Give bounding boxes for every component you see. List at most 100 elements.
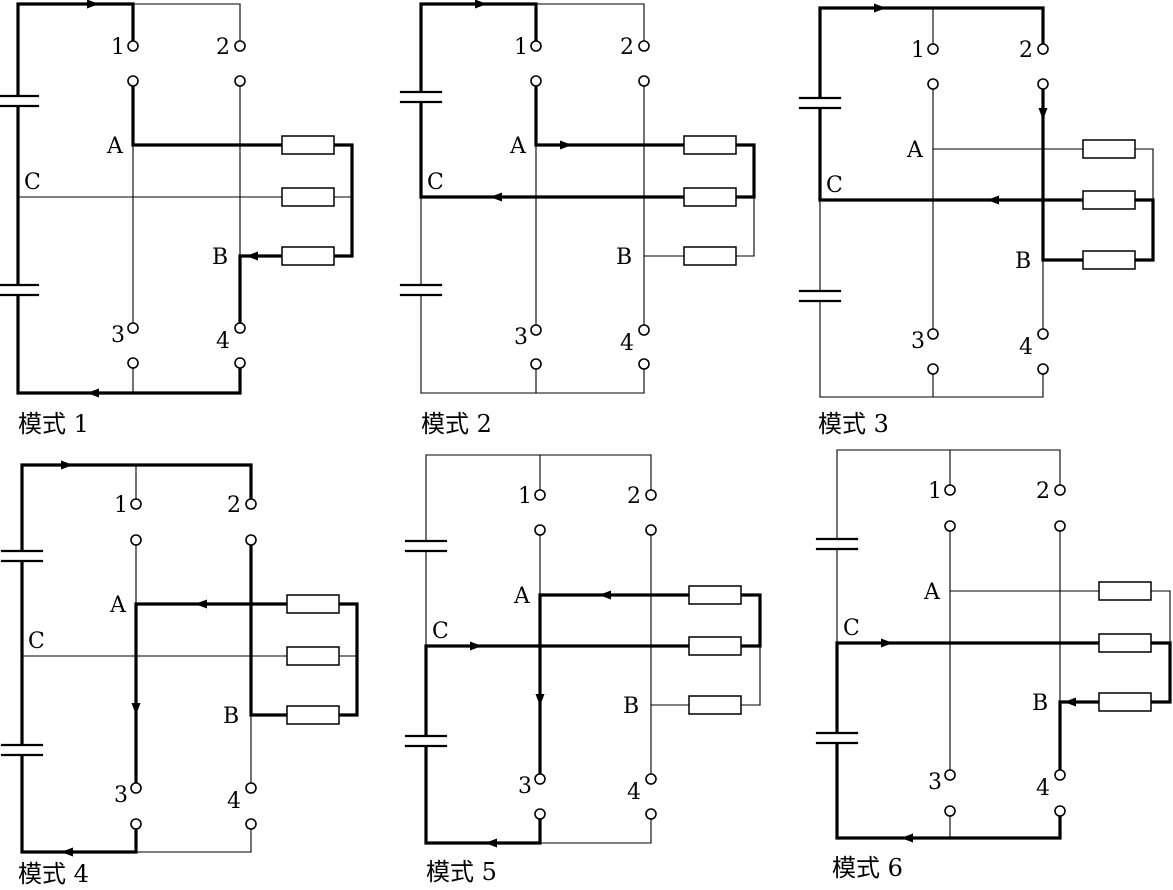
node-label-a: A — [513, 584, 531, 609]
current-arrow — [61, 847, 73, 857]
node-label-c: C — [432, 619, 449, 644]
load-resistor-c — [1082, 190, 1136, 210]
switch-label-4: 4 — [227, 789, 241, 814]
capacitor-gap — [422, 736, 430, 746]
switch-label-3: 3 — [928, 770, 942, 795]
switch-label-2: 2 — [227, 493, 241, 518]
switch-terminal — [534, 489, 546, 501]
current-path — [131, 81, 282, 147]
load-resistor-c — [688, 636, 742, 656]
switch-terminal — [245, 818, 257, 830]
current-path — [1151, 641, 1172, 704]
load-resistor-a — [286, 594, 340, 614]
switch-terminal — [130, 818, 142, 830]
switch-terminal — [245, 782, 257, 794]
switch-label-4: 4 — [627, 780, 641, 805]
switch-label-3: 3 — [518, 774, 532, 799]
node-label-c: C — [28, 629, 45, 654]
switch-label-3: 3 — [111, 323, 125, 348]
switch-terminal — [638, 358, 650, 370]
switch-terminal — [530, 358, 542, 370]
current-path — [249, 540, 287, 717]
switch-terminal — [534, 773, 546, 785]
switch-gap — [1056, 492, 1064, 524]
load-resistor-a — [281, 135, 335, 155]
switch-terminal — [127, 75, 139, 87]
switch-gap — [129, 330, 137, 361]
current-arrow — [195, 599, 207, 609]
switch-terminal — [530, 40, 542, 52]
switch-label-4: 4 — [216, 329, 230, 354]
switch-label-1: 1 — [911, 38, 925, 63]
switch-terminal — [245, 498, 257, 510]
switch-terminal — [530, 75, 542, 87]
load-resistor-c — [1098, 633, 1152, 653]
switch-terminal — [638, 75, 650, 87]
current-arrow — [560, 140, 572, 150]
node-label-b: B — [223, 704, 239, 729]
capacitor-gap — [417, 92, 425, 102]
switch-terminal — [234, 357, 246, 369]
current-arrow — [987, 195, 999, 205]
load-resistor-c — [286, 646, 340, 666]
current-path — [534, 81, 684, 147]
current-path — [1058, 700, 1099, 775]
current-arrow — [470, 641, 482, 651]
load-resistor-a — [1082, 139, 1136, 159]
switch-gap — [132, 506, 140, 538]
load-resistor-b — [286, 705, 340, 725]
node-label-b: B — [623, 694, 639, 719]
switch-label-4: 4 — [1019, 335, 1033, 360]
switch-terminal — [127, 40, 139, 52]
current-path — [818, 6, 1045, 200]
switch-terminal — [645, 808, 657, 820]
mode-caption: 模式 3 — [818, 410, 889, 438]
node-label-c: C — [826, 173, 843, 198]
capacitor-gap — [816, 98, 824, 108]
current-path — [339, 602, 359, 717]
switch-gap — [1056, 777, 1064, 809]
switch-terminal — [927, 43, 939, 55]
capacitor-gap — [18, 551, 26, 561]
switch-label-3: 3 — [911, 329, 925, 354]
switch-gap — [946, 777, 954, 809]
load-resistor-a — [1098, 581, 1152, 601]
current-path — [334, 143, 354, 258]
current-arrow — [901, 833, 913, 843]
switch-label-2: 2 — [620, 35, 634, 60]
switch-terminal — [534, 524, 546, 536]
mode-caption: 模式 6 — [832, 854, 903, 882]
current-path — [16, 2, 242, 395]
switch-label-1: 1 — [518, 484, 532, 509]
capacitor-gap — [417, 285, 425, 295]
switch-terminal — [927, 78, 939, 90]
switch-gap — [132, 790, 140, 822]
mode-caption: 模式 2 — [421, 410, 492, 438]
switch-terminal — [1054, 805, 1066, 817]
current-path — [538, 593, 689, 779]
switch-terminal — [534, 808, 546, 820]
switch-terminal — [927, 363, 939, 375]
switch-terminal — [130, 498, 142, 510]
current-arrow — [874, 3, 886, 13]
mode-caption: 模式 1 — [18, 410, 89, 438]
node-label-a: A — [106, 134, 124, 159]
switch-gap — [236, 330, 244, 361]
switch-gap — [929, 51, 937, 82]
load-resistor-b — [1082, 250, 1136, 270]
node-label-b: B — [212, 245, 228, 270]
capacitor-gap — [833, 733, 841, 743]
current-path — [134, 602, 287, 788]
switch-gap — [640, 48, 648, 79]
capacitor-gap — [14, 285, 22, 295]
node-label-b: B — [1032, 691, 1048, 716]
capacitor-gap — [833, 539, 841, 549]
switch-gap — [1039, 51, 1047, 82]
switch-gap — [247, 790, 255, 822]
switch-terminal — [638, 40, 650, 52]
